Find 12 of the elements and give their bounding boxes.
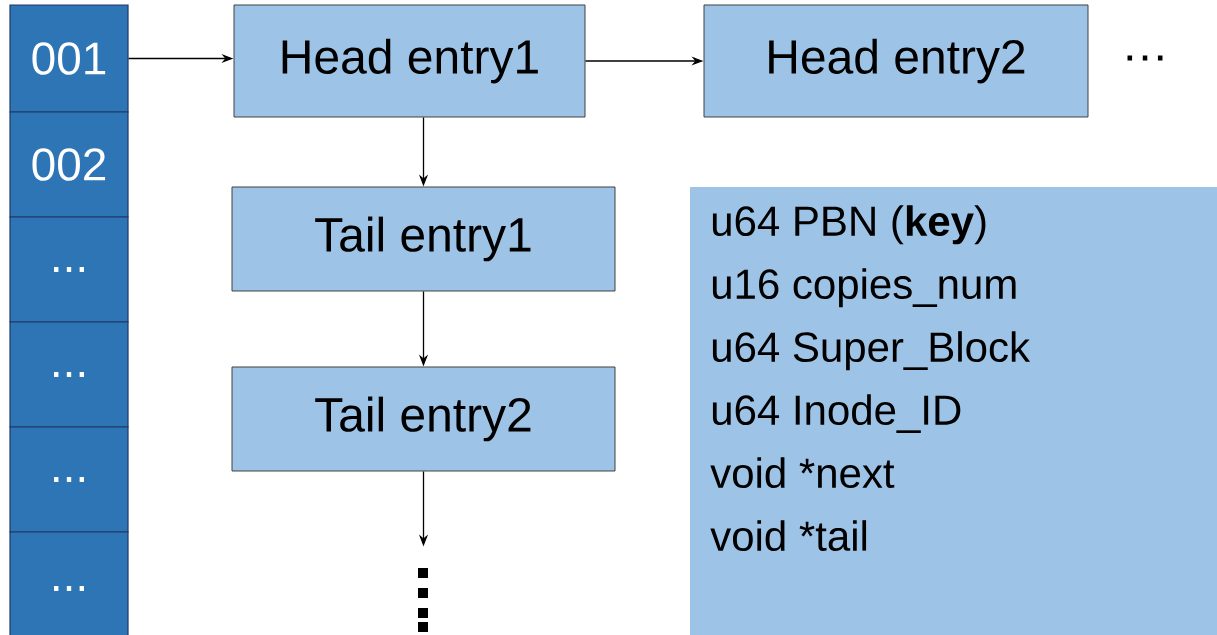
struct-box: u64 PBN (key) u16 copies_num u64 Super_Block u64 Inode_ID void *next void *tail	[690, 187, 1217, 635]
table-cell: ...	[9, 321, 129, 428]
ellipsis: …	[1127, 55, 1163, 61]
table-cell: ...	[9, 216, 129, 323]
entry-box: Head entry1	[233, 4, 586, 118]
table-cell: ...	[9, 426, 129, 533]
table-cell: 002	[9, 111, 129, 218]
entry-box: Head entry2	[703, 4, 1089, 118]
table-cell: 001	[9, 4, 129, 113]
table-cell: ...	[9, 531, 129, 635]
entry-box: Tail entry2	[231, 366, 616, 472]
entry-box: Tail entry1	[231, 186, 616, 292]
